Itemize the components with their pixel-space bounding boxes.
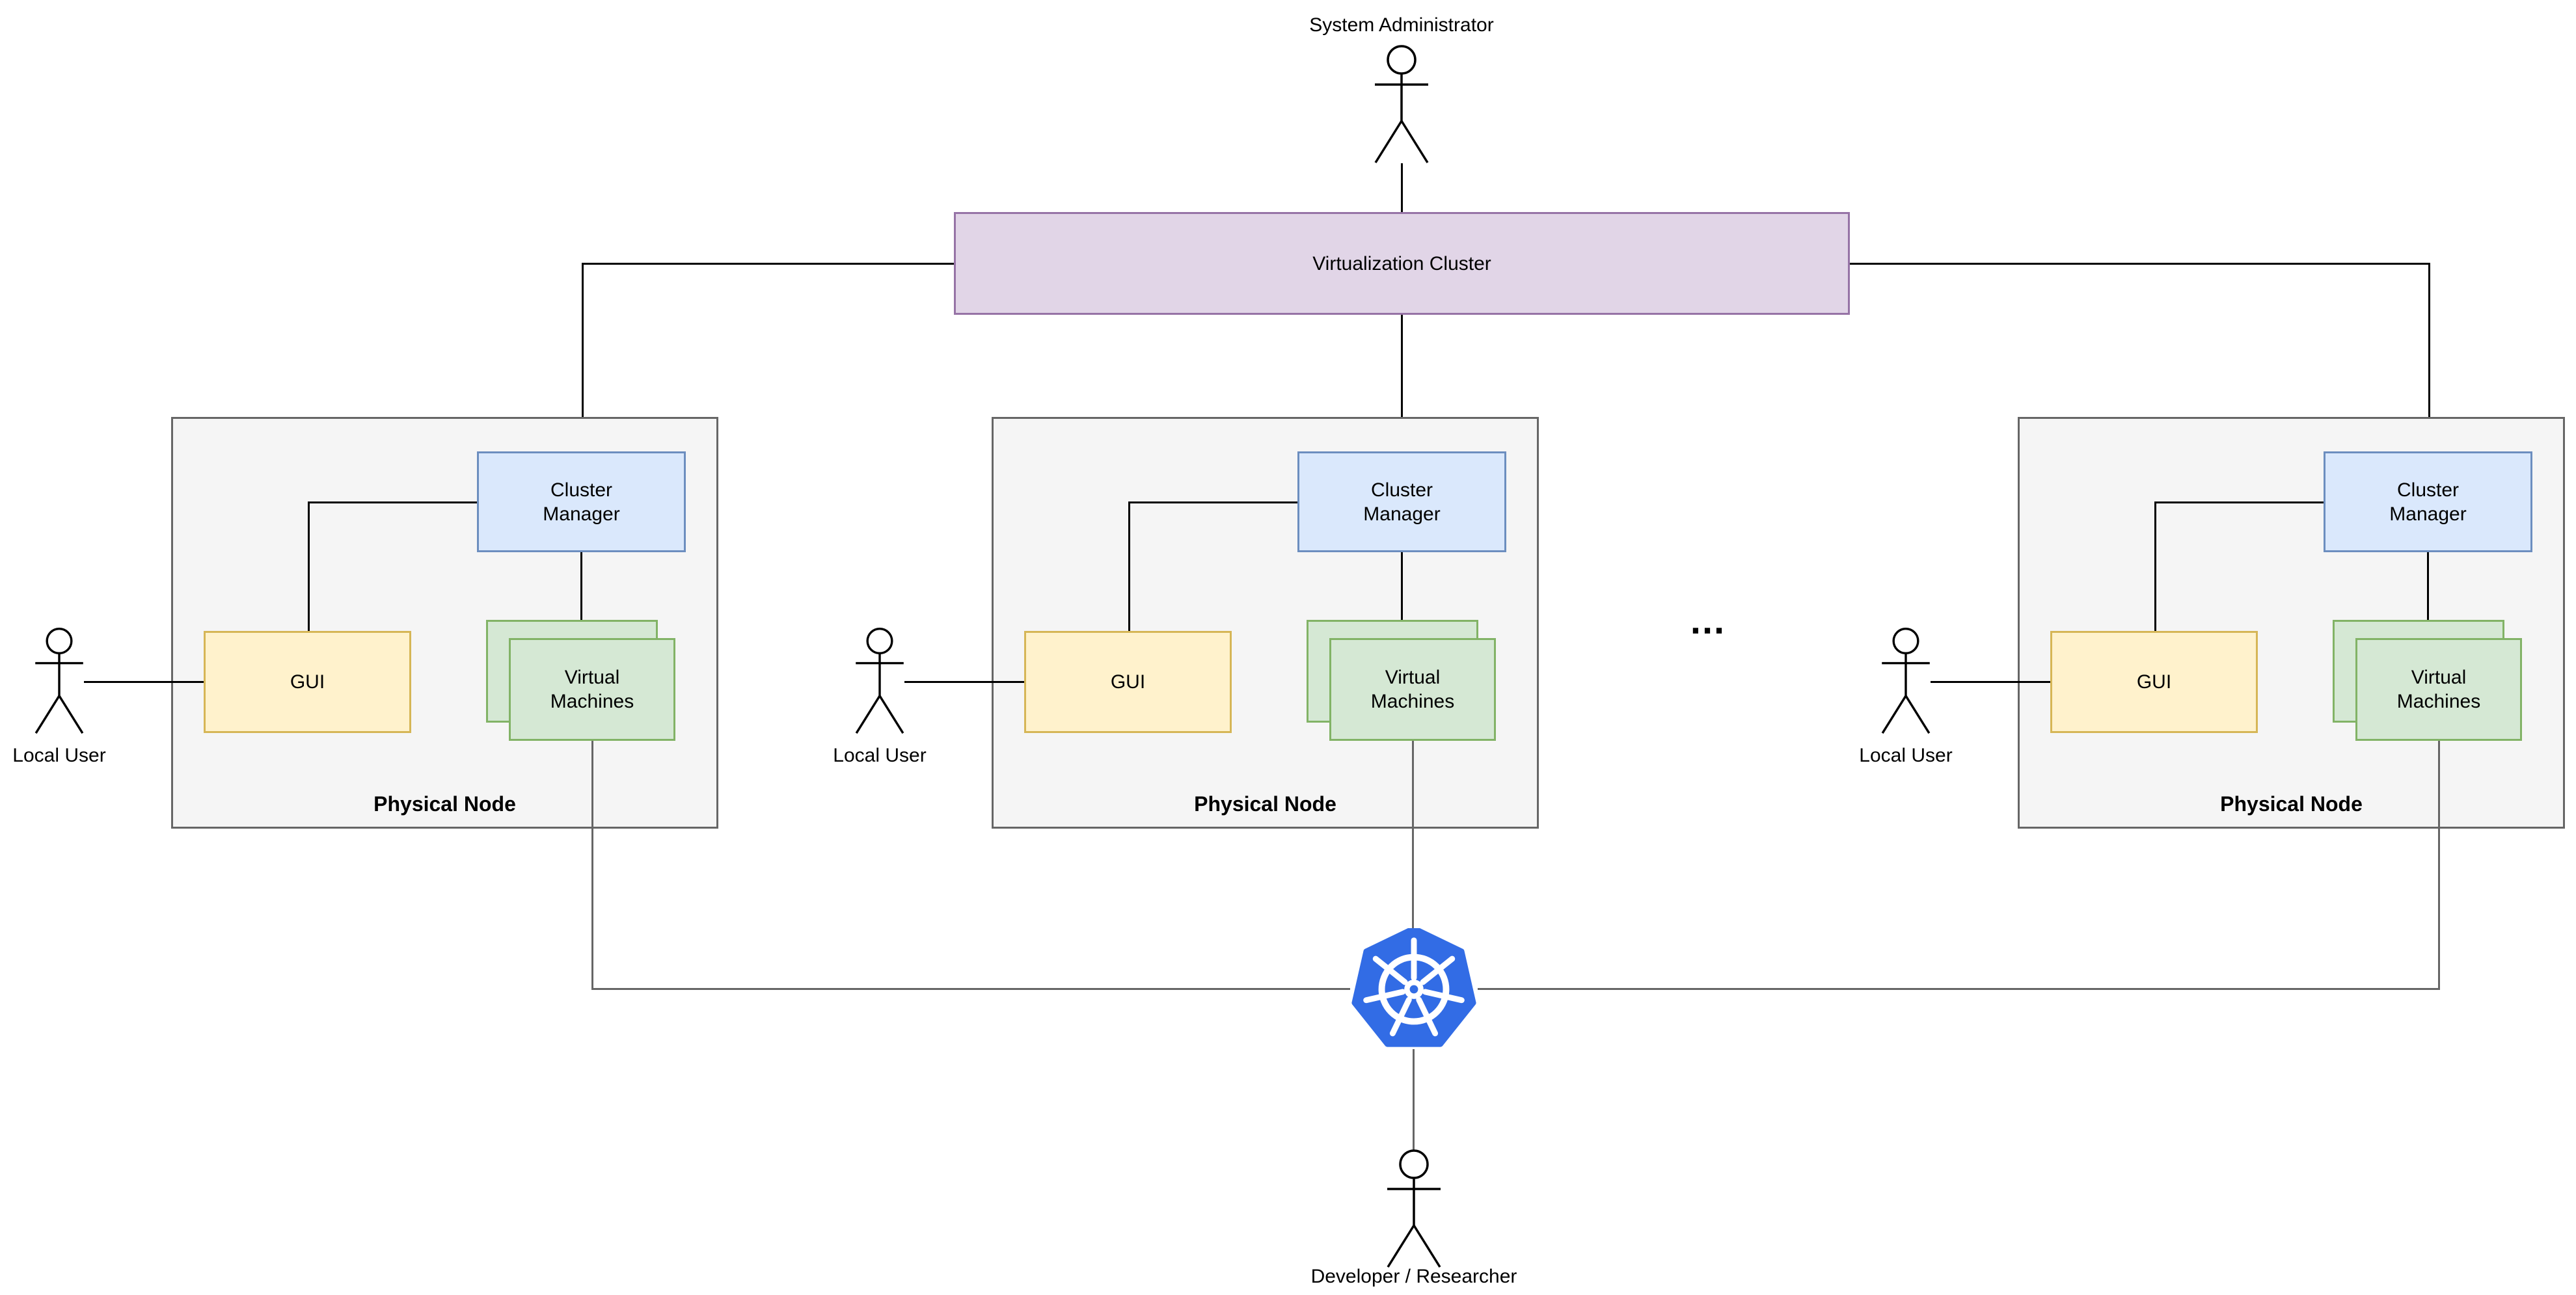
system-administrator-actor-icon	[1374, 45, 1429, 163]
physical-node-label: Physical Node	[1194, 792, 1336, 816]
connector-local-user-3-to-gui	[1931, 681, 2050, 683]
cluster-manager-box: Cluster Manager	[2324, 451, 2532, 552]
connector-cluster-right-vertical	[2428, 263, 2430, 451]
kubernetes-icon	[1351, 928, 1476, 1047]
virtual-machines-label: Virtual Machines	[1370, 667, 1455, 712]
connector-cluster-middle-vertical	[1401, 315, 1403, 451]
connector-gui-to-manager-v	[2154, 501, 2156, 631]
virtual-machines-front-box: Virtual Machines	[1329, 638, 1496, 741]
connector-vm1-down	[591, 741, 593, 990]
cluster-manager-box: Cluster Manager	[477, 451, 686, 552]
connector-gui-to-manager-h	[2154, 501, 2325, 503]
physical-node-label: Physical Node	[2220, 792, 2363, 816]
connector-gui-to-manager-h	[308, 501, 479, 503]
connector-vm2-down	[1412, 741, 1414, 929]
connector-cluster-right-horizontal	[1850, 263, 2430, 265]
gui-box: GUI	[204, 631, 411, 733]
connector-local-user-2-to-gui	[904, 681, 1024, 683]
virtualization-cluster-box: Virtualization Cluster	[954, 212, 1850, 315]
developer-researcher-actor-icon	[1387, 1149, 1441, 1268]
more-nodes-ellipsis: ...	[1690, 600, 1726, 642]
connector-gui-to-manager-v	[308, 501, 310, 631]
gui-label: GUI	[290, 671, 325, 693]
local-user-3-label: Local User	[1859, 745, 1953, 766]
developer-researcher-label: Developer / Researcher	[1310, 1266, 1517, 1287]
local-user-2-actor-icon	[855, 627, 904, 734]
connector-local-user-1-to-gui	[84, 681, 204, 683]
connector-sysadmin-to-cluster	[1401, 163, 1403, 212]
physical-node-2: Cluster Manager Virtual Machines GUI Phy…	[992, 417, 1539, 829]
cluster-manager-label: Cluster Manager	[2389, 479, 2467, 525]
physical-node-3: Cluster Manager Virtual Machines GUI Phy…	[2018, 417, 2565, 829]
connector-cluster-left-horizontal	[582, 263, 954, 265]
connector-bus-left	[591, 988, 1350, 990]
cluster-manager-label: Cluster Manager	[1363, 479, 1441, 525]
physical-node-1: Cluster Manager Virtual Machines GUI Phy…	[171, 417, 718, 829]
gui-label: GUI	[1110, 671, 1146, 693]
virtual-machines-front-box: Virtual Machines	[2355, 638, 2522, 741]
local-user-3-actor-icon	[1881, 627, 1931, 734]
connector-k8s-to-developer	[1413, 1049, 1415, 1150]
local-user-1-actor-icon	[34, 627, 84, 734]
gui-label: GUI	[2136, 671, 2172, 693]
virtual-machines-front-box: Virtual Machines	[509, 638, 675, 741]
virtual-machines-label: Virtual Machines	[550, 667, 634, 712]
cluster-manager-label: Cluster Manager	[543, 479, 620, 525]
virtual-machines-label: Virtual Machines	[2396, 667, 2481, 712]
connector-bus-right	[1478, 988, 2440, 990]
connector-cluster-left-vertical	[582, 263, 584, 451]
gui-box: GUI	[2050, 631, 2258, 733]
gui-box: GUI	[1024, 631, 1232, 733]
connector-manager-to-vm	[580, 552, 582, 622]
local-user-1-label: Local User	[12, 745, 106, 766]
connector-manager-to-vm	[2427, 552, 2429, 622]
system-administrator-label: System Administrator	[1309, 14, 1494, 36]
local-user-2-label: Local User	[833, 745, 927, 766]
connector-manager-to-vm	[1401, 552, 1403, 622]
physical-node-label: Physical Node	[373, 792, 516, 816]
connector-gui-to-manager-h	[1128, 501, 1299, 503]
connector-gui-to-manager-v	[1128, 501, 1130, 631]
connector-vm3-down	[2438, 741, 2440, 990]
cluster-manager-box: Cluster Manager	[1297, 451, 1506, 552]
virtualization-cluster-label: Virtualization Cluster	[1312, 252, 1491, 274]
